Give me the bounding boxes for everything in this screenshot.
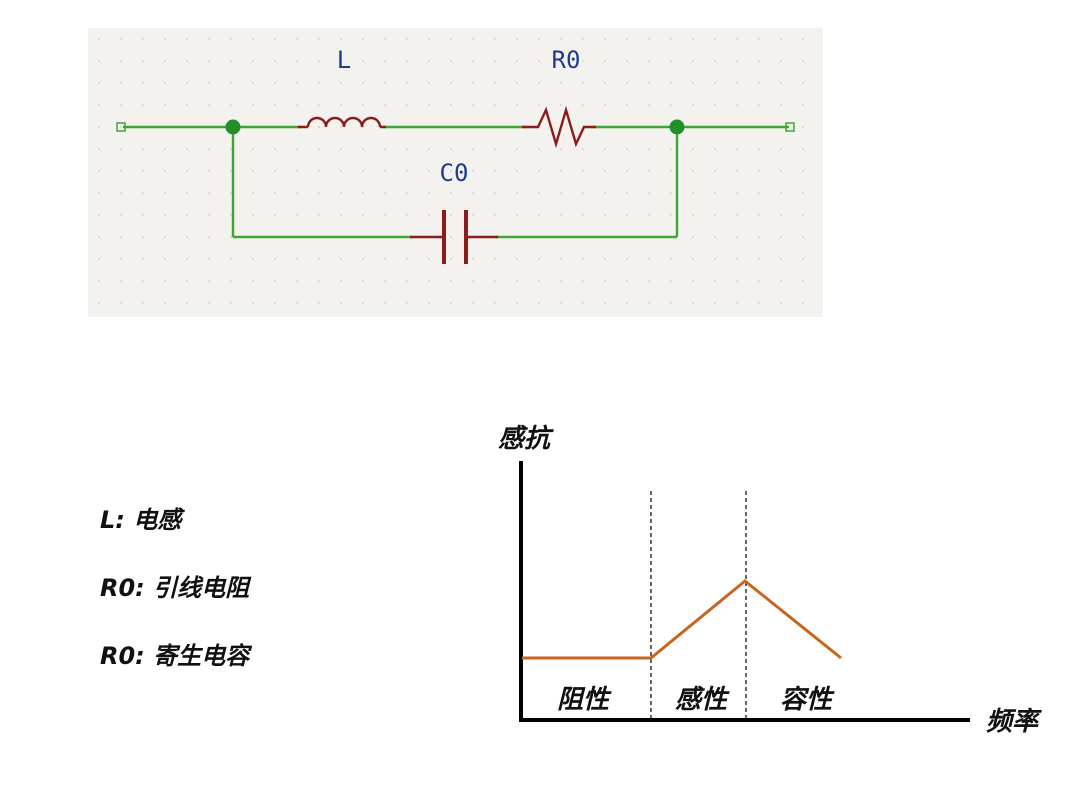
wires [123,125,789,239]
circuit-schematic: L R0 C0 [88,28,823,317]
legend-item-capacitor: R0: 寄生电容 [100,642,250,670]
terminal-left [116,122,126,132]
legend-item-inductor: L: 电感 [100,506,182,534]
region-label-resistive: 阻性 [557,685,612,715]
capacitor-label: C0 [440,159,469,187]
junction-right [669,119,685,135]
capacitor-symbol [410,210,498,264]
y-axis-label: 感抗 [498,424,554,454]
resistor-label: R0 [552,46,581,74]
impedance-curve [522,579,842,660]
resistor-symbol [522,105,596,149]
region-label-capacitive: 容性 [780,685,835,715]
inductor-symbol [298,116,386,129]
junction-left [225,119,241,135]
legend-item-resistor: R0: 引线电阻 [100,574,250,602]
x-axis-label: 频率 [986,707,1042,737]
terminal-right [785,122,795,132]
region-label-inductive: 感性 [675,685,730,715]
inductor-label: L [337,46,351,74]
